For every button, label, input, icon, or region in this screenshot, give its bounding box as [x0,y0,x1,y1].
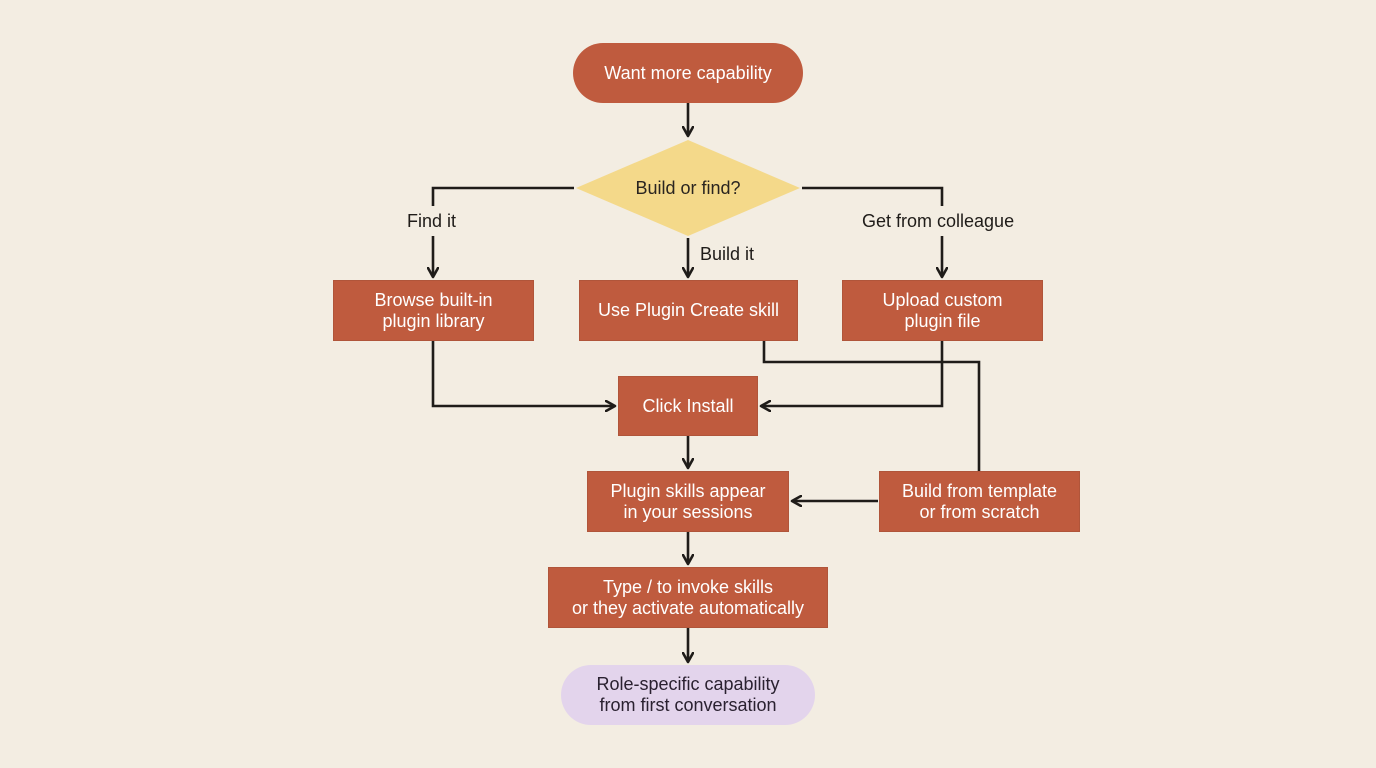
invoke-skills-node: Type / to invoke skills or they activate… [548,567,828,628]
build-template-node: Build from template or from scratch [879,471,1080,532]
edge-decision-to-browse [431,186,574,206]
edge-upload-to-install [761,341,944,406]
decision-label: Build or find? [635,177,741,198]
install-node: Click Install [618,376,758,436]
browse-library-node: Browse built-in plugin library [333,280,534,341]
edge-label-find: Find it [407,211,457,231]
edge-create-to-template [762,341,981,471]
plugin-create-node: Use Plugin Create skill [579,280,798,341]
decision-diamond [576,140,800,236]
start-node: Want more capability [573,43,803,103]
edge-label-build: Build it [700,244,755,264]
edge-decision-to-upload [802,186,944,206]
edge-browse-to-install [431,341,615,406]
edge-label-colleague: Get from colleague [862,211,1015,231]
result-node: Role-specific capability from first conv… [561,665,815,725]
upload-plugin-node: Upload custom plugin file [842,280,1043,341]
skills-appear-node: Plugin skills appear in your sessions [587,471,789,532]
